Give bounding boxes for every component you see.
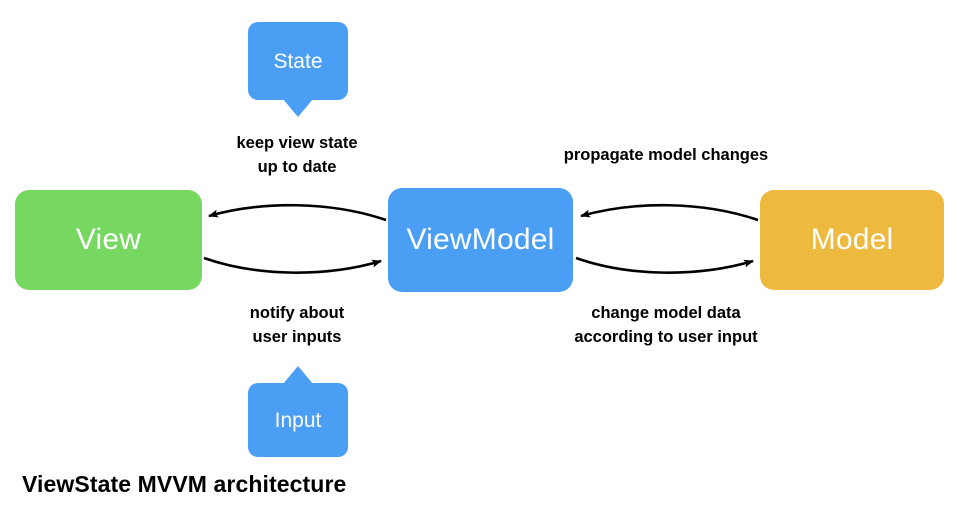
callout-input: Input — [248, 366, 348, 457]
edge-viewmodel-to-model — [575, 256, 754, 274]
edge-label-change-model-data: change model data according to user inpu… — [574, 304, 758, 346]
node-viewmodel-label: ViewModel — [406, 223, 555, 256]
edge-label-notify-about-user-inputs: notify about user inputs — [249, 304, 345, 346]
edge-viewmodel-to-view — [208, 203, 387, 222]
edge-label-keep-view-state: keep view state up to date — [236, 134, 358, 176]
edge-view-to-viewmodel — [203, 256, 382, 274]
callout-state: State — [248, 22, 348, 117]
node-view-label: View — [75, 223, 142, 256]
callout-state-label: State — [273, 49, 323, 73]
edge-label-propagate-model-changes: propagate model changes — [563, 146, 769, 164]
edge-model-to-viewmodel — [580, 203, 759, 222]
node-model-label: Model — [810, 223, 894, 256]
node-viewmodel: ViewModel — [388, 188, 573, 292]
node-model: Model — [760, 190, 944, 290]
callout-input-tail-icon — [283, 366, 313, 384]
callout-state-tail-icon — [283, 99, 313, 117]
callout-input-label: Input — [274, 408, 322, 432]
diagram-caption: ViewState MVVM architecture — [22, 471, 347, 497]
node-view: View — [15, 190, 202, 290]
